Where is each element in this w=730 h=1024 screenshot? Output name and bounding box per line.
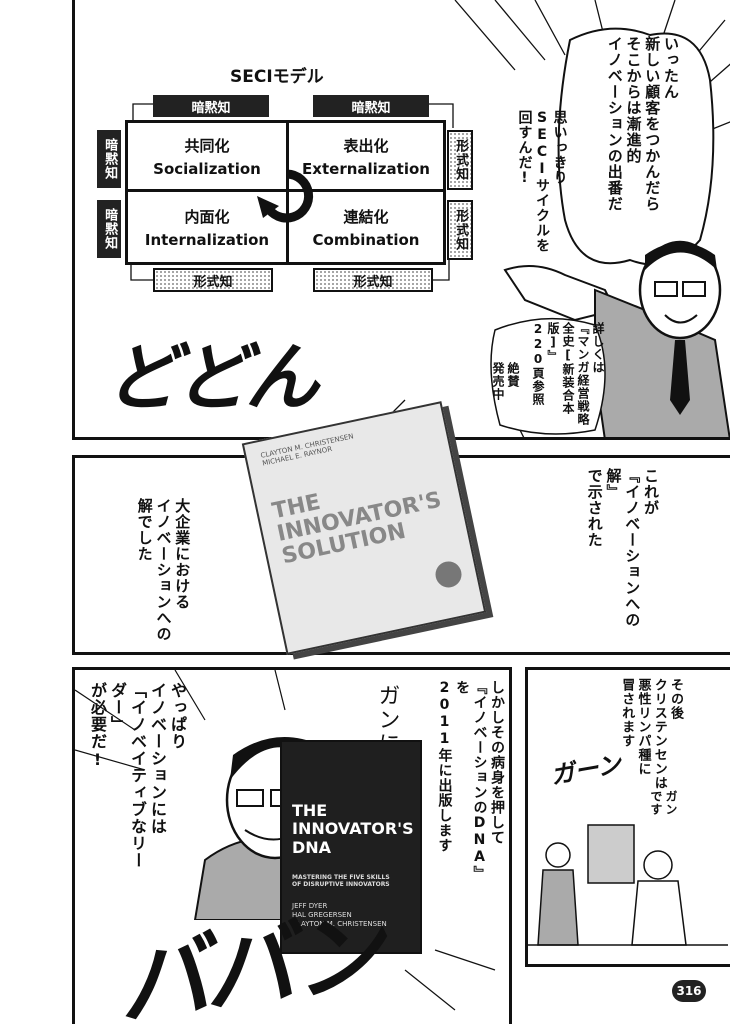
line: 2011年に出版します xyxy=(436,680,453,853)
sfx-dodon: どどん xyxy=(105,335,319,421)
line: 解でした xyxy=(135,498,154,562)
cell-externalization: 表出化 Externalization xyxy=(286,120,446,192)
caption: その後 クリステンセンは 悪性リンパ種に 冒されます xyxy=(618,678,683,828)
speech-bubble-main xyxy=(557,27,715,266)
line: 「イノベイティブなリーダー」 xyxy=(108,682,147,869)
cell-en: Socialization xyxy=(153,159,261,178)
book-authors: CLAYTON M. CHRISTENSEN MICHAEL E. RAYNOR xyxy=(260,432,356,467)
line: 詳しくは xyxy=(591,322,605,374)
seci-title: SECIモデル xyxy=(230,67,324,87)
tag-explicit-right-bottom: 形式知 xyxy=(447,200,473,260)
line: 全史[新装合本版]』 xyxy=(546,322,575,415)
sfx-gaan: ガーン xyxy=(548,750,624,790)
line: INNOVATOR'S xyxy=(292,819,414,839)
cell-en: Externalization xyxy=(302,159,430,178)
line: 悪性リンパ種に xyxy=(635,678,651,776)
rotate-arrow-icon xyxy=(257,169,314,223)
line: 大企業における xyxy=(173,498,192,610)
line: これが xyxy=(642,468,660,516)
line: 発売中 xyxy=(491,362,505,401)
caption-left: 大企業における イノベーションへの 解でした xyxy=(135,498,192,652)
book-title: THE INNOVATOR'S DNA xyxy=(292,801,414,857)
panel-innovators-dna: しかしその病身を押して 『イノベーションのDNA』を 2011年に出版します ガ… xyxy=(72,667,512,1024)
speech-seci-text: 思いっきり SECIサイクルを 回すんだ! xyxy=(515,110,568,270)
line: その後 xyxy=(668,678,683,720)
speech-main-text: いったん 新しい顧客をつかんだら そこからは漸進的 イノベーションの出番だ xyxy=(605,36,680,256)
page-number: 316 xyxy=(672,980,706,1002)
line: イノベーションには xyxy=(148,682,167,835)
line: 『マンガ経営戦略 xyxy=(576,322,590,426)
line: イノベーションの出番だ xyxy=(605,36,624,212)
tag-tacit-left-top: 暗黙知 xyxy=(97,130,121,188)
line: やっぱり xyxy=(168,682,187,750)
cell-socialization: 共同化 Socialization xyxy=(125,120,289,192)
doctor-speech: ガン です xyxy=(648,790,678,840)
tag-tacit-top-left: 暗黙知 xyxy=(153,95,269,117)
book-innovators-solution: CLAYTON M. CHRISTENSEN MICHAEL E. RAYNOR… xyxy=(241,401,487,655)
book-title: THE INNOVATOR'S SOLUTION xyxy=(270,466,448,570)
tag-explicit-right-top: 形式知 xyxy=(447,130,473,190)
tag-tacit-left-bottom: 暗黙知 xyxy=(97,200,121,258)
tag-explicit-bottom-left: 形式知 xyxy=(153,268,273,292)
line: 220頁参照 xyxy=(531,322,545,406)
line: しかしその病身を押して xyxy=(489,680,505,845)
cell-en: Combination xyxy=(312,230,420,249)
line: 『イノベーションのDNA』を xyxy=(454,680,488,874)
line: THE xyxy=(292,801,328,820)
line: 思いっきり xyxy=(551,110,568,185)
line: 『イノベーションへの解』 xyxy=(604,468,642,628)
cell-jp: 内面化 xyxy=(184,207,230,226)
note-ref-text: 詳しくは 『マンガ経営戦略 全史[新装合本版]』 220頁参照 xyxy=(530,322,605,432)
book-authors: JEFF DYER HAL GREGERSEN CLAYTON M. CHRIS… xyxy=(292,902,387,929)
caption-right: しかしその病身を押して 『イノベーションのDNA』を 2011年に出版します xyxy=(435,680,506,880)
tag-tacit-top-right: 暗黙知 xyxy=(313,95,429,117)
clinic-scene xyxy=(528,824,728,946)
note-bubble xyxy=(490,317,606,435)
speech-left: やっぱり イノベーションには 「イノベイティブなリーダー」 が必要だ! xyxy=(87,682,187,882)
line: です xyxy=(649,790,663,816)
line: 冒されます xyxy=(619,678,635,748)
book-innovators-dna: THE INNOVATOR'S DNA MASTERING THE FIVE S… xyxy=(280,740,422,954)
tag-explicit-bottom-right: 形式知 xyxy=(313,268,433,292)
line: SECIサイクルを xyxy=(534,110,550,253)
line: いったん xyxy=(662,36,680,100)
line: 絶賛 xyxy=(506,362,520,388)
line: 回すんだ! xyxy=(516,110,533,187)
line: クリステンセンは xyxy=(651,678,667,790)
line: そこからは漸進的 xyxy=(624,36,643,164)
panel-seci: SECIモデル 暗黙知 暗黙知 暗黙知 暗黙知 形式知 形式知 形式知 形式知 … xyxy=(72,0,730,440)
book-subtitle: MASTERING THE FIVE SKILLS OF DISRUPTIVE … xyxy=(292,874,390,888)
line: JEFF DYER xyxy=(292,902,328,910)
line: イノベーションへの xyxy=(154,498,173,642)
cell-jp: 表出化 xyxy=(343,136,389,155)
line: 新しい顧客をつかんだら xyxy=(643,36,662,212)
caption-right: これが 『イノベーションへの解』 で示された xyxy=(585,468,660,648)
note-sale-text: 絶賛 発売中 xyxy=(490,362,520,422)
line: で示された xyxy=(585,468,604,548)
speed-lines xyxy=(75,670,496,1011)
line: DNA xyxy=(292,837,332,857)
line: が必要だ! xyxy=(88,682,107,770)
book-badge xyxy=(433,559,464,590)
line: ガン xyxy=(664,790,678,816)
cell-jp: 共同化 xyxy=(184,136,230,155)
line: MASTERING THE FIVE SKILLS xyxy=(292,874,390,881)
cell-jp: 連結化 xyxy=(343,207,389,226)
panel-diagnosis: その後 クリステンセンは 悪性リンパ種に 冒されます ガーン ガン です xyxy=(525,667,730,967)
line: OF DISRUPTIVE INNOVATORS xyxy=(292,881,390,888)
line: HAL GREGERSEN xyxy=(292,911,352,920)
cell-combination: 連結化 Combination xyxy=(286,189,446,265)
cell-en: Internalization xyxy=(144,230,270,249)
presenter-character xyxy=(503,240,730,437)
line: CLAYTON M. CHRISTENSEN xyxy=(292,920,387,929)
